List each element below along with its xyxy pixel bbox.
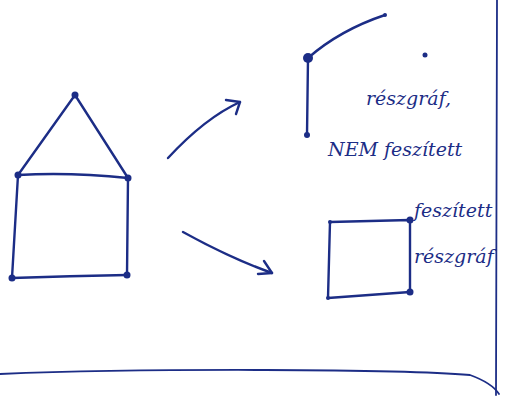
page-border	[496, 0, 497, 395]
handwritten-note: részgráf	[414, 244, 494, 268]
graph-vertex	[383, 13, 387, 17]
page-border	[0, 370, 499, 394]
graph-edge	[307, 58, 308, 135]
graph-vertex	[125, 175, 132, 182]
graph-vertex	[326, 296, 330, 300]
arrow-head	[226, 100, 240, 114]
graph-edge	[18, 174, 128, 178]
graph-vertex	[328, 220, 332, 224]
handwritten-note: részgráf,	[366, 86, 451, 110]
graph-edge	[12, 175, 18, 278]
graph-vertex	[15, 172, 22, 179]
graph-vertex	[72, 92, 79, 99]
graph-vertex	[304, 132, 310, 138]
handwritten-note: NEM feszített	[328, 137, 462, 161]
arrow-shaft	[168, 102, 240, 158]
graph-vertex	[9, 275, 16, 282]
arrow-head	[258, 261, 272, 274]
graph-edge	[328, 220, 410, 298]
graph-edge	[18, 95, 75, 175]
graph-edge	[308, 15, 385, 58]
graph-vertex	[303, 53, 313, 63]
graph-edge	[12, 275, 127, 278]
graph-vertex	[407, 217, 414, 224]
graph-vertex	[124, 272, 131, 279]
arrow-shaft	[183, 232, 272, 273]
graph-edge	[75, 95, 128, 178]
graph-vertex	[407, 289, 414, 296]
graph-vertex	[423, 53, 428, 58]
graph-edge	[127, 178, 128, 275]
handwritten-note: feszített	[414, 198, 492, 222]
